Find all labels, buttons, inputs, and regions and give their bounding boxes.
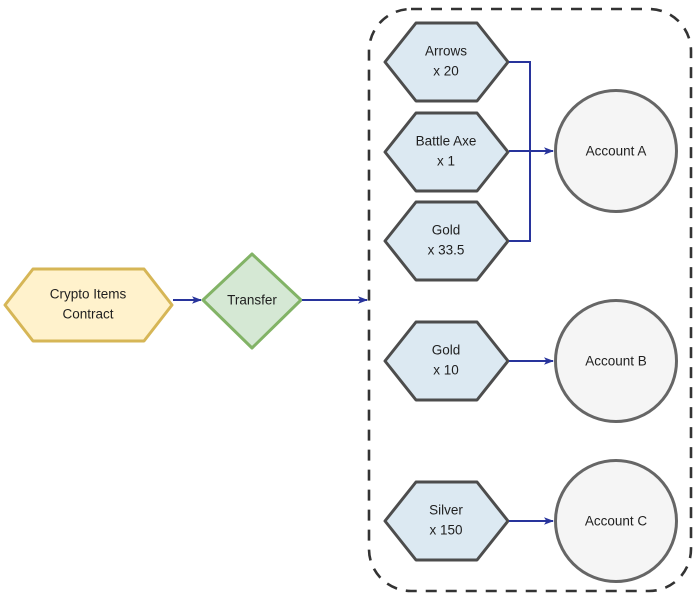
item-node-gold-33-5[interactable]: Gold x 33.5 — [383, 200, 510, 282]
item-name-label: Silver — [429, 503, 463, 518]
item-qty-label: x 10 — [433, 363, 459, 378]
account-label: Account B — [585, 354, 647, 369]
account-circle-shape — [554, 459, 678, 583]
item-qty-label: x 20 — [433, 64, 459, 79]
item-hexagon-shape — [383, 21, 510, 103]
contract-label-line2: Contract — [62, 307, 113, 322]
account-node-a[interactable]: Account A — [554, 89, 678, 213]
transfer-label: Transfer — [227, 293, 277, 308]
crypto-items-contract-node[interactable]: Crypto Items Contract — [3, 267, 174, 343]
item-hexagon-shape — [383, 111, 510, 193]
item-node-arrows[interactable]: Arrows x 20 — [383, 21, 510, 103]
edge-gold33-to-bus — [509, 151, 531, 242]
edge-arrows-to-bus — [509, 61, 531, 151]
item-name-label: Arrows — [425, 44, 467, 59]
item-qty-label: x 33.5 — [428, 243, 465, 258]
account-node-c[interactable]: Account C — [554, 459, 678, 583]
contract-hexagon-shape — [3, 267, 174, 343]
item-name-label: Gold — [432, 343, 461, 358]
item-qty-label: x 1 — [437, 154, 455, 169]
item-hexagon-shape — [383, 480, 510, 562]
accounts-group-container — [367, 7, 693, 593]
contract-label-line1: Crypto Items — [50, 287, 127, 302]
item-qty-label: x 150 — [429, 523, 462, 538]
item-hexagon-shape — [383, 200, 510, 282]
account-circle-shape — [554, 89, 678, 213]
transfer-diamond-shape — [201, 252, 303, 350]
item-name-label: Gold — [432, 223, 461, 238]
account-label: Account C — [585, 514, 648, 529]
edge-group-to-account-a — [509, 61, 531, 242]
account-circle-shape — [554, 299, 678, 423]
account-node-b[interactable]: Account B — [554, 299, 678, 423]
transfer-node[interactable]: Transfer — [201, 252, 303, 350]
item-hexagon-shape — [383, 320, 510, 402]
account-label: Account A — [586, 144, 647, 159]
item-node-silver[interactable]: Silver x 150 — [383, 480, 510, 562]
item-node-gold-10[interactable]: Gold x 10 — [383, 320, 510, 402]
item-name-label: Battle Axe — [416, 134, 477, 149]
item-node-battle-axe[interactable]: Battle Axe x 1 — [383, 111, 510, 193]
